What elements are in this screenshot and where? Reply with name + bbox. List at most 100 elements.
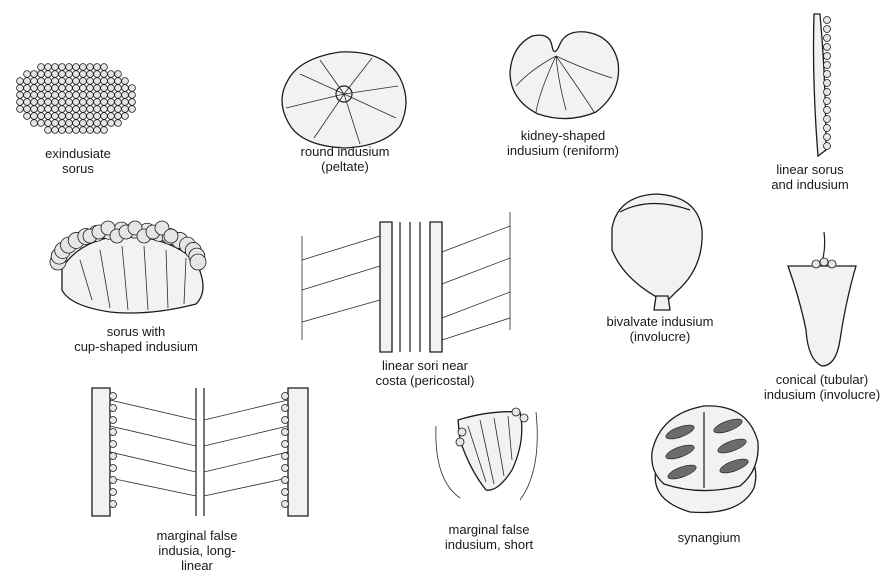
sporangium [164,229,178,243]
sporangium [122,85,129,92]
sporangium [38,85,45,92]
sporangium [73,92,80,99]
sporangium [73,85,80,92]
sporangium [108,106,115,113]
sporangium [94,71,101,78]
sporangium [17,78,24,85]
sporangium [101,127,108,134]
sporangium [31,106,38,113]
sporangium [59,99,66,106]
sporangium [824,98,831,105]
sporangium [87,99,94,106]
sporangium [66,127,73,134]
label-round-indusium: round indusium(peltate) [280,144,410,174]
sporangium [66,78,73,85]
round-indusium-drawing [282,52,406,148]
sporangium [101,64,108,71]
sporangium [87,85,94,92]
sporangium [17,99,24,106]
sporangium [87,127,94,134]
sporangium [66,64,73,71]
sporangium [59,85,66,92]
sporangium [282,489,289,496]
sporangium [24,106,31,113]
sporangium [115,71,122,78]
sporangium [122,113,129,120]
sporangium [824,89,831,96]
sporangium [31,120,38,127]
sporangium [101,99,108,106]
sporangium [38,113,45,120]
sporangium [52,85,59,92]
marginal-long-drawing [92,388,308,516]
sporangium [108,92,115,99]
sporangium [129,92,136,99]
sporangium [108,99,115,106]
sporangium [52,64,59,71]
sporangium [824,116,831,123]
sporangium [122,99,129,106]
sporangium [101,78,108,85]
sporangium [17,92,24,99]
sporangium [110,477,117,484]
conical-indusium-drawing [788,232,856,366]
sporangium [31,85,38,92]
sporangium [108,120,115,127]
sporangium [80,113,87,120]
sporangium [52,106,59,113]
sporangium [101,106,108,113]
sporangium [59,120,66,127]
sporangium [38,120,45,127]
sporangium [110,465,117,472]
sporangium [52,120,59,127]
sporangium [824,53,831,60]
sporangium [87,120,94,127]
sporangium [122,78,129,85]
sporangium [101,113,108,120]
sporangium [59,127,66,134]
sporangium [45,113,52,120]
sporangium [59,78,66,85]
sporangium [129,85,136,92]
marginal-short-drawing [436,408,537,500]
sporangium [824,71,831,78]
pericostal-sori-drawing [302,212,510,352]
sporangium [80,85,87,92]
sporangium [94,106,101,113]
sporangium [59,92,66,99]
label-bivalvate: bivalvate indusium(involucre) [590,314,730,344]
sporangium [824,125,831,132]
linear-sorus-drawing [814,14,831,156]
sporangium [73,120,80,127]
sporangium [115,113,122,120]
sporangium [282,393,289,400]
sporangium [101,85,108,92]
sporangium [87,64,94,71]
label-synangium: synangium [654,530,764,545]
sporangium [38,99,45,106]
sporangium [129,106,136,113]
sporangium [45,127,52,134]
sporangium [94,120,101,127]
sporangium [115,78,122,85]
sporangium [73,78,80,85]
sporangium [73,64,80,71]
sporangium [59,113,66,120]
sporangium [122,106,129,113]
sporangium [73,127,80,134]
sporangium [282,465,289,472]
sporangium [45,99,52,106]
sporangium [282,453,289,460]
sporangium [115,92,122,99]
sporangium [824,107,831,114]
sporangium [110,453,117,460]
sporangium [38,64,45,71]
sporangium [87,106,94,113]
sporangium [94,99,101,106]
sporangium [31,113,38,120]
sporangium [824,44,831,51]
